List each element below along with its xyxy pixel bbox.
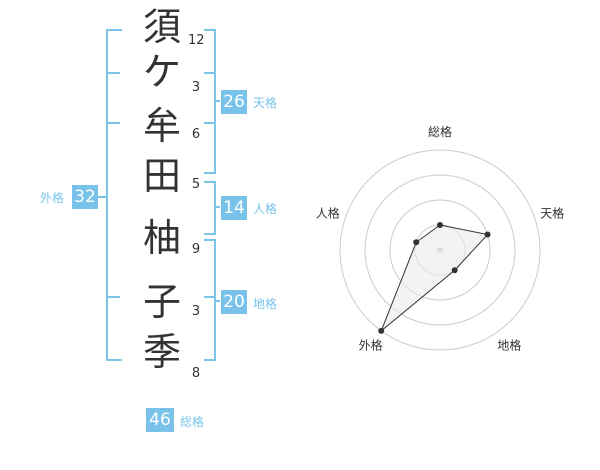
radar-point-5 — [413, 239, 420, 246]
soukaku-value-badge: 46 — [146, 408, 174, 432]
radar-point-1 — [437, 222, 443, 228]
radar-series-polygon — [380, 224, 489, 332]
jinkaku-label: 人格 — [253, 202, 278, 216]
radar-series — [378, 222, 491, 334]
radar-axis-label-4: 外格 — [359, 337, 383, 352]
name-char-1: 須 — [142, 5, 181, 49]
gaikaku-tick-4 — [106, 296, 120, 298]
name-char-3: 牟 — [142, 104, 181, 148]
tenkaku-tick-2 — [204, 122, 214, 124]
stroke-count-3: 6 — [191, 127, 201, 142]
jinkaku-bracket — [204, 181, 216, 235]
gaikaku-label: 外格 — [40, 191, 65, 205]
radar-ring-4 — [339, 149, 541, 351]
radar-axis-label-2: 天格 — [540, 206, 564, 221]
name-char-5: 柚 — [142, 216, 181, 260]
name-char-2: ケ — [142, 50, 181, 94]
tenkaku-connector — [214, 100, 220, 102]
chikaku-label: 地格 — [253, 297, 278, 311]
radar-grid — [339, 149, 541, 351]
gaikaku-tick-1 — [106, 72, 120, 74]
stroke-count-4: 5 — [191, 177, 201, 192]
radar-ring-3 — [364, 174, 516, 326]
radar-point-3 — [451, 267, 458, 274]
gaikaku-bracket — [106, 29, 122, 361]
stroke-count-5: 9 — [191, 242, 201, 257]
chikaku-tick-1 — [204, 296, 214, 298]
chikaku-connector — [214, 300, 220, 302]
radar-axis-label-5: 人格 — [316, 206, 340, 221]
name-char-7: 季 — [142, 330, 181, 374]
radar-axis-label-1: 総格 — [428, 124, 452, 139]
stroke-count-6: 3 — [191, 304, 201, 319]
jinkaku-value-badge: 14 — [221, 196, 247, 220]
gaikaku-tick-2 — [106, 122, 120, 124]
name-char-6: 子 — [142, 280, 181, 324]
radar-point-4 — [378, 327, 385, 334]
stroke-count-1: 12 — [188, 33, 205, 48]
gaikaku-value-badge: 32 — [72, 185, 98, 209]
stroke-count-2: 3 — [191, 80, 201, 95]
chikaku-value-badge: 20 — [221, 290, 247, 314]
tenkaku-value-badge: 26 — [221, 90, 247, 114]
radar-point-2 — [484, 231, 491, 238]
tenkaku-tick-1 — [204, 72, 214, 74]
radar-ring-2 — [389, 199, 491, 301]
name-char-4: 田 — [142, 154, 181, 198]
gaikaku-tick-3 — [96, 196, 106, 198]
radar-axis-label-3: 地格 — [497, 337, 521, 352]
stroke-count-7: 8 — [191, 366, 201, 381]
jinkaku-connector — [214, 206, 220, 208]
soukaku-label: 総格 — [180, 415, 205, 429]
tenkaku-label: 天格 — [253, 96, 278, 110]
